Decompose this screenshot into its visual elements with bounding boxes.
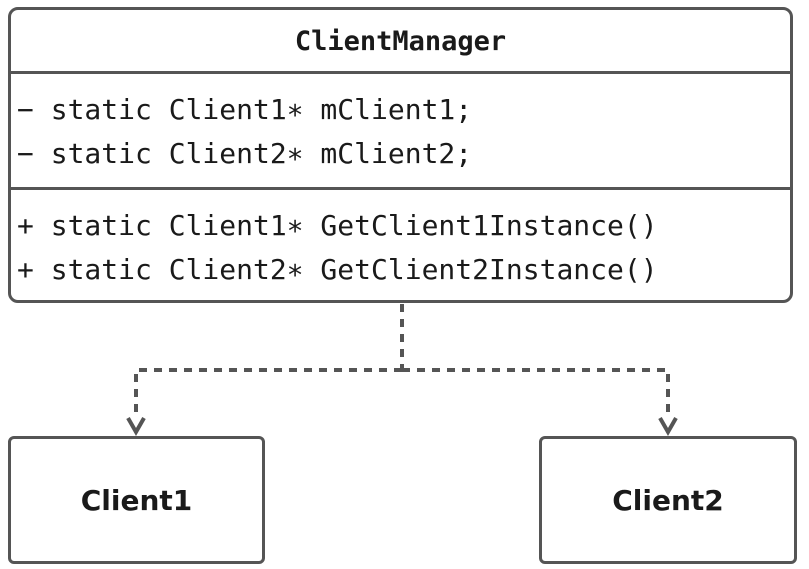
client2-label: Client2 <box>612 483 724 517</box>
arrowhead-client1 <box>126 417 146 437</box>
arrowhead-client2 <box>658 417 678 437</box>
client1-label: Client1 <box>80 483 193 517</box>
method-get-client2-instance: + static Client2∗ GetClient2Instance() <box>17 253 658 286</box>
method-get-client1-instance: + static Client1∗ GetClient1Instance() <box>17 209 658 242</box>
methods-section: + static Client1∗ GetClient1Instance() +… <box>11 190 790 292</box>
attributes-section: − static Client1∗ mClient1; − static Cli… <box>11 74 790 190</box>
attribute-mclient1: − static Client1∗ mClient1; <box>17 93 473 126</box>
connector-branch-client1 <box>134 368 402 418</box>
client2-box: Client2 <box>539 436 797 564</box>
client1-box: Client1 <box>8 436 265 564</box>
attribute-mclient2: − static Client2∗ mClient2; <box>17 137 473 170</box>
class-name: ClientManager <box>294 26 507 57</box>
class-header: ClientManager <box>11 10 790 74</box>
client-manager-class-box: ClientManager − static Client1∗ mClient1… <box>8 7 793 303</box>
connector-branch-client2 <box>402 368 670 418</box>
